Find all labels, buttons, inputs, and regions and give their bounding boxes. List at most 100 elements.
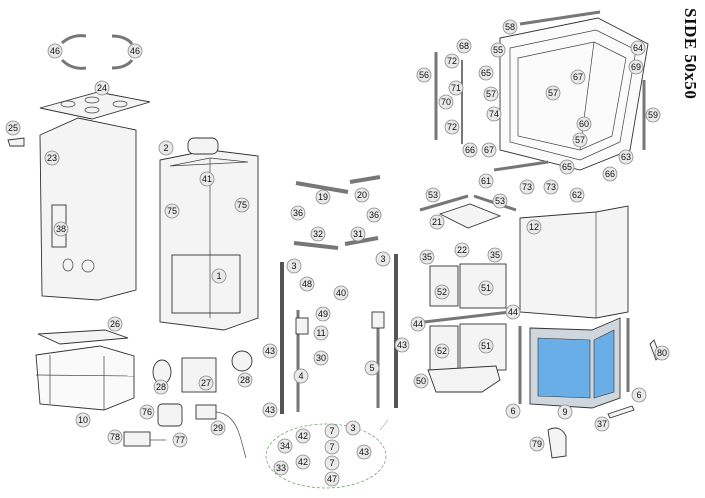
callout-number: 42 — [298, 457, 308, 467]
bracket-49 — [295, 317, 309, 335]
part-callout-35: 35 — [419, 249, 435, 265]
callout-circle — [413, 373, 429, 389]
callout-circle — [394, 337, 410, 353]
callout-number: 48 — [302, 279, 312, 289]
callout-circle — [487, 247, 503, 263]
part-callout-46: 46 — [127, 43, 143, 59]
callout-circle — [419, 249, 435, 265]
callout-number: 41 — [202, 174, 212, 184]
callout-number: 58 — [505, 22, 515, 32]
callout-circle — [410, 316, 426, 332]
callout-circle — [164, 203, 180, 219]
part-callout-6: 6 — [505, 403, 521, 419]
callout-circle — [286, 258, 302, 274]
part-callout-61: 61 — [478, 173, 494, 189]
callout-number: 3 — [291, 261, 296, 271]
part-callout-32: 32 — [310, 226, 326, 242]
bracket-right — [371, 311, 385, 329]
part-callout-28: 28 — [153, 379, 169, 395]
lever-37 — [607, 405, 635, 419]
callout-number: 19 — [318, 192, 328, 202]
handle-25 — [7, 137, 25, 147]
callout-number: 55 — [493, 45, 503, 55]
callout-circle — [478, 65, 494, 81]
part-callout-35: 35 — [487, 247, 503, 263]
arc-parts-46 — [60, 34, 134, 70]
gasket-28b — [231, 350, 253, 372]
callout-circle — [375, 251, 391, 267]
callout-number: 37 — [597, 419, 607, 429]
callout-circle — [576, 116, 592, 132]
part-callout-34: 34 — [277, 438, 293, 454]
part-callout-9: 9 — [557, 404, 573, 420]
part-callout-38: 38 — [53, 221, 69, 237]
callout-number: 67 — [484, 145, 494, 155]
callout-number: 43 — [359, 447, 369, 457]
part-callout-51: 51 — [478, 280, 494, 296]
callout-circle — [234, 197, 250, 213]
callout-number: 32 — [313, 229, 323, 239]
callout-number: 72 — [447, 122, 457, 132]
part-callout-78: 78 — [107, 429, 123, 445]
part-callout-3: 3 — [375, 251, 391, 267]
part-callout-63: 63 — [618, 149, 634, 165]
part-callout-57: 57 — [572, 132, 588, 148]
callout-circle — [345, 420, 361, 436]
callout-number: 36 — [369, 210, 379, 220]
part-callout-31: 31 — [350, 226, 366, 242]
callout-number: 25 — [8, 123, 18, 133]
callout-number: 22 — [457, 245, 467, 255]
page-title: SIDE 50x50 — [681, 8, 700, 100]
part-callout-7: 7 — [324, 439, 340, 455]
part-callout-55: 55 — [490, 42, 506, 58]
part-callout-36: 36 — [366, 207, 382, 223]
callout-number: 59 — [648, 110, 658, 120]
callout-number: 31 — [353, 229, 363, 239]
callout-circle — [299, 276, 315, 292]
part-callout-53: 53 — [425, 187, 441, 203]
callout-circle — [127, 43, 143, 59]
callout-number: 70 — [441, 97, 451, 107]
callout-circle — [557, 404, 573, 420]
callout-circle — [434, 284, 450, 300]
callout-circle — [324, 439, 340, 455]
part-callout-77: 77 — [172, 432, 188, 448]
callout-circle — [570, 69, 586, 85]
callout-number: 33 — [276, 463, 286, 473]
callout-circle — [324, 423, 340, 439]
callout-circle — [429, 214, 445, 230]
part-callout-49: 49 — [315, 306, 331, 322]
callout-number: 52 — [437, 346, 447, 356]
part-callout-60: 60 — [576, 116, 592, 132]
callout-circle — [172, 432, 188, 448]
callout-number: 3 — [380, 254, 385, 264]
glove-79 — [547, 427, 567, 459]
callout-circle — [630, 40, 646, 56]
callout-number: 42 — [298, 431, 308, 441]
callout-circle — [94, 80, 110, 96]
part-callout-40: 40 — [333, 285, 349, 301]
part-callout-2: 2 — [158, 140, 174, 156]
callout-circle — [75, 412, 91, 428]
callout-number: 35 — [422, 252, 432, 262]
callout-circle — [618, 149, 634, 165]
callout-number: 43 — [265, 346, 275, 356]
callout-number: 71 — [451, 83, 461, 93]
callout-circle — [456, 38, 472, 54]
callout-circle — [198, 375, 214, 391]
callout-number: 21 — [432, 217, 442, 227]
part-callout-42: 42 — [295, 454, 311, 470]
callout-circle — [654, 345, 670, 361]
callout-circle — [529, 436, 545, 452]
callout-number: 43 — [397, 340, 407, 350]
part-callout-79: 79 — [529, 436, 545, 452]
part-callout-76: 76 — [139, 404, 155, 420]
rail-32 — [293, 241, 339, 250]
callout-number: 57 — [575, 135, 585, 145]
callout-number: 6 — [636, 390, 641, 400]
callout-number: 10 — [78, 415, 88, 425]
rail-20 — [349, 175, 381, 184]
callout-number: 66 — [465, 145, 475, 155]
